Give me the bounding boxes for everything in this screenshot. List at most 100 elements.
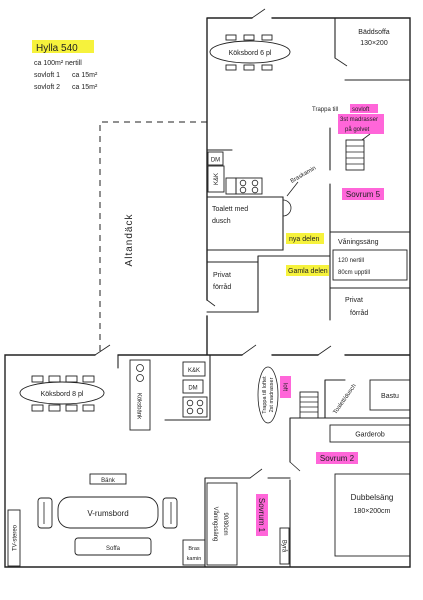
bunk-bed-upper: 80cm upptill bbox=[338, 270, 370, 276]
upper-toilet: Toalett med dusch bbox=[212, 206, 248, 225]
fireplace-label: Braskamin bbox=[290, 165, 318, 184]
stair-note-loft: sovloft bbox=[352, 107, 370, 113]
stair-note-prefix: Trappa till bbox=[312, 107, 338, 113]
storage-label: Privat bbox=[213, 272, 231, 279]
sink-icon bbox=[136, 364, 144, 372]
double-bed-label: Dubbelsäng bbox=[351, 493, 394, 502]
fireplace bbox=[182, 539, 206, 566]
bedroom-5: Sovrum 5 Våningssäng 120 nertill 80cm up… bbox=[332, 188, 408, 281]
fridge bbox=[207, 165, 225, 193]
storage-left: Privat förråd bbox=[213, 272, 231, 291]
stair-steps bbox=[346, 145, 364, 165]
double-bed bbox=[334, 473, 411, 557]
exterior-walls bbox=[4, 17, 411, 568]
upper-stair-note: Trappa till sovloft 3st madrasser på gol… bbox=[312, 104, 384, 171]
armchair bbox=[162, 497, 178, 529]
coffee-table-label: V-rumsbord bbox=[87, 509, 128, 518]
chair bbox=[65, 375, 78, 383]
title-highlight bbox=[32, 40, 94, 53]
mattress-highlight bbox=[338, 114, 384, 134]
chair bbox=[48, 404, 61, 412]
staircase bbox=[299, 391, 319, 419]
chair bbox=[65, 404, 78, 412]
chair bbox=[31, 404, 44, 412]
deck-label: Altandäck bbox=[124, 214, 135, 267]
burner-icon bbox=[251, 179, 259, 187]
counter-label: Köksbänk bbox=[136, 393, 142, 420]
bedroom-2-label: Sovrum 2 bbox=[320, 454, 355, 463]
bunk-bed-lower: 120 nertill bbox=[338, 258, 364, 264]
door-swing-icon bbox=[282, 199, 292, 217]
storage-label: Privat bbox=[345, 297, 363, 304]
tv-stereo-label: TV-stereo bbox=[13, 524, 19, 551]
fireplace-label: Bras bbox=[188, 546, 200, 552]
kitchen-counter bbox=[129, 359, 151, 431]
toilet-label: Toalett med bbox=[212, 206, 248, 213]
lower-toilet: Toalett/dusch bbox=[333, 383, 358, 415]
deck-outline bbox=[99, 121, 207, 352]
sink-icon bbox=[136, 374, 144, 382]
stair-note-line: på golvet bbox=[345, 126, 370, 133]
chair bbox=[243, 34, 255, 41]
loft-2-area: ca 15m² bbox=[72, 84, 98, 91]
living-room: Bänk V-rumsbord Soffa TV-stereo Bras kam… bbox=[7, 473, 206, 567]
door-swings bbox=[94, 8, 348, 479]
sauna-box bbox=[369, 379, 411, 411]
wardrobe-label: Garderob bbox=[355, 432, 385, 439]
sink bbox=[225, 177, 237, 195]
new-part-highlight bbox=[286, 233, 324, 244]
note-outline bbox=[257, 366, 279, 424]
chair bbox=[225, 34, 237, 41]
lower-kitchen: Köksbänk K&K DM bbox=[129, 359, 208, 431]
sofa-bed-size: 130×200 bbox=[360, 40, 388, 47]
burner-icon bbox=[196, 399, 204, 407]
stove bbox=[182, 396, 208, 418]
sofa-label: Soffa bbox=[106, 546, 121, 552]
sofa bbox=[74, 537, 152, 556]
bedroom-2-highlight bbox=[316, 452, 358, 464]
chair bbox=[261, 64, 273, 71]
armchair bbox=[37, 497, 53, 529]
double-bed-size: 180×200cm bbox=[354, 508, 391, 515]
burner-icon bbox=[239, 179, 247, 187]
storage-label-2: förråd bbox=[350, 309, 368, 317]
bedroom-1-highlight bbox=[256, 494, 268, 536]
loft-1-name: sovloft 1 bbox=[34, 72, 60, 79]
burner-icon bbox=[251, 186, 259, 194]
loft-highlight bbox=[280, 376, 291, 398]
dining-table-label: Köksbord 6 pl bbox=[229, 50, 272, 57]
tv-stereo bbox=[7, 509, 21, 567]
dining-table bbox=[209, 40, 291, 64]
floor-area-note: ca 100m² nertill bbox=[34, 60, 82, 67]
burner-icon bbox=[196, 407, 204, 415]
chair bbox=[243, 64, 255, 71]
sauna-label: Bastu bbox=[381, 393, 399, 400]
fireplace-pointer bbox=[286, 181, 299, 197]
bunk-bed bbox=[332, 249, 408, 281]
upper-fireplace: Braskamin bbox=[282, 165, 318, 217]
plan-title: Hylla 540 bbox=[36, 43, 78, 54]
burner-icon bbox=[186, 407, 194, 415]
sofa-bed-room: Bäddsoffa 130×200 bbox=[358, 29, 390, 47]
new-part-label: nya delen bbox=[289, 236, 319, 243]
storage-right: Privat förråd bbox=[345, 297, 368, 317]
chair bbox=[261, 34, 273, 41]
bunk-bed-label: Våningssäng bbox=[338, 238, 379, 246]
stair-note-line: Trappa till loftet bbox=[262, 376, 268, 414]
burner-icon bbox=[239, 186, 247, 194]
fridge-label: K&K bbox=[214, 173, 220, 185]
old-part-highlight bbox=[286, 265, 329, 276]
chair bbox=[225, 64, 237, 71]
fridge bbox=[182, 361, 206, 377]
loft-2-name: sovloft 2 bbox=[34, 84, 60, 91]
dishwasher-label: DM bbox=[211, 158, 220, 164]
part-markers: nya delen Gamla delen bbox=[286, 233, 329, 276]
chair bbox=[82, 375, 95, 383]
wardrobe bbox=[329, 424, 411, 443]
deck: Altandäck bbox=[99, 121, 207, 352]
stair-note-line: 2st madrasser bbox=[269, 377, 275, 412]
interior-walls-lower bbox=[117, 354, 411, 568]
old-part-label: Gamla delen bbox=[288, 268, 328, 275]
dining-table bbox=[19, 381, 105, 405]
